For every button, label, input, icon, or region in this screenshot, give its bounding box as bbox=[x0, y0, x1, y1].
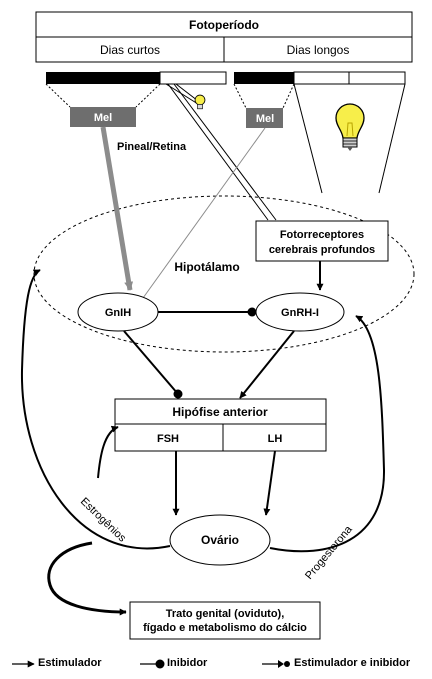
gnih-node: GnIH bbox=[77, 292, 159, 332]
long-days-label: Dias longos bbox=[287, 43, 350, 57]
gnrh-to-pituitary-arrow bbox=[239, 330, 295, 399]
legend: Estimulador Inibidor Estimulador e inibi… bbox=[12, 657, 411, 669]
mel-short-label: Mel bbox=[94, 112, 112, 124]
header-title: Fotoperíodo bbox=[189, 18, 259, 32]
mel-long-label: Mel bbox=[256, 113, 274, 125]
light-cone bbox=[293, 83, 406, 194]
progesterone-to-gnrh-arrow bbox=[269, 315, 386, 553]
pineal-to-gnih-arrow bbox=[100, 126, 134, 291]
ovary-node: Ovário bbox=[169, 514, 271, 566]
gnrh-label: GnRH-I bbox=[281, 307, 319, 319]
estrogen-to-hypothalamus-arrow bbox=[20, 269, 171, 550]
photoreceptors-line2: cerebrais profundos bbox=[269, 244, 375, 256]
progesterone-label: Progesterona bbox=[303, 523, 355, 582]
large-lightbulb-icon bbox=[335, 103, 365, 151]
mel-short-box: Mel bbox=[70, 107, 136, 127]
gnih-inhibits-pituitary bbox=[123, 330, 183, 399]
long-day-cone bbox=[233, 83, 295, 109]
ovary-label: Ovário bbox=[201, 533, 239, 547]
target-line1: Trato genital (oviduto), bbox=[166, 608, 285, 620]
target-line2: fígado e metabolismo do cálcio bbox=[143, 622, 307, 634]
lh-to-ovary-arrow bbox=[263, 450, 276, 516]
fsh-label: FSH bbox=[157, 433, 179, 445]
hypothalamus-region bbox=[33, 195, 415, 353]
short-day-cone bbox=[45, 83, 161, 108]
small-lightbulb-icon bbox=[194, 94, 206, 110]
mel-long-to-gnih-line bbox=[137, 127, 266, 306]
gnrh-node: GnRH-I bbox=[255, 292, 345, 332]
short-days-label: Dias curtos bbox=[100, 43, 160, 57]
legend-inhibitor-label: Inibidor bbox=[167, 657, 208, 669]
mel-long-box: Mel bbox=[246, 108, 283, 128]
photoreceptors-box: Fotorreceptores cerebrais profundos bbox=[255, 220, 389, 262]
estrogen-to-target-arrow bbox=[47, 541, 127, 616]
legend-both-dot bbox=[284, 661, 290, 667]
lh-label: LH bbox=[268, 433, 283, 445]
legend-both-label: Estimulador e inibidor bbox=[294, 657, 411, 669]
pituitary-box: Hipófise anterior FSH LH bbox=[114, 398, 327, 452]
short-day-bar bbox=[46, 71, 227, 85]
legend-both-arrowhead bbox=[278, 660, 284, 668]
long-day-bar bbox=[234, 71, 406, 85]
target-tissues-box: Trato genital (oviduto), fígado e metabo… bbox=[129, 601, 321, 640]
estrogen-to-pituitary-arrow bbox=[97, 425, 119, 479]
pituitary-label: Hipófise anterior bbox=[172, 405, 268, 419]
pineal-retina-label: Pineal/Retina bbox=[117, 141, 187, 153]
gnih-label: GnIH bbox=[105, 307, 131, 319]
legend-stimulator-label: Estimulador bbox=[38, 657, 102, 669]
hypothalamus-label: Hipotálamo bbox=[174, 260, 239, 274]
photoperiod-header: Fotoperíodo Dias curtos Dias longos bbox=[35, 11, 413, 63]
photoreceptors-line1: Fotorreceptores bbox=[280, 229, 364, 241]
